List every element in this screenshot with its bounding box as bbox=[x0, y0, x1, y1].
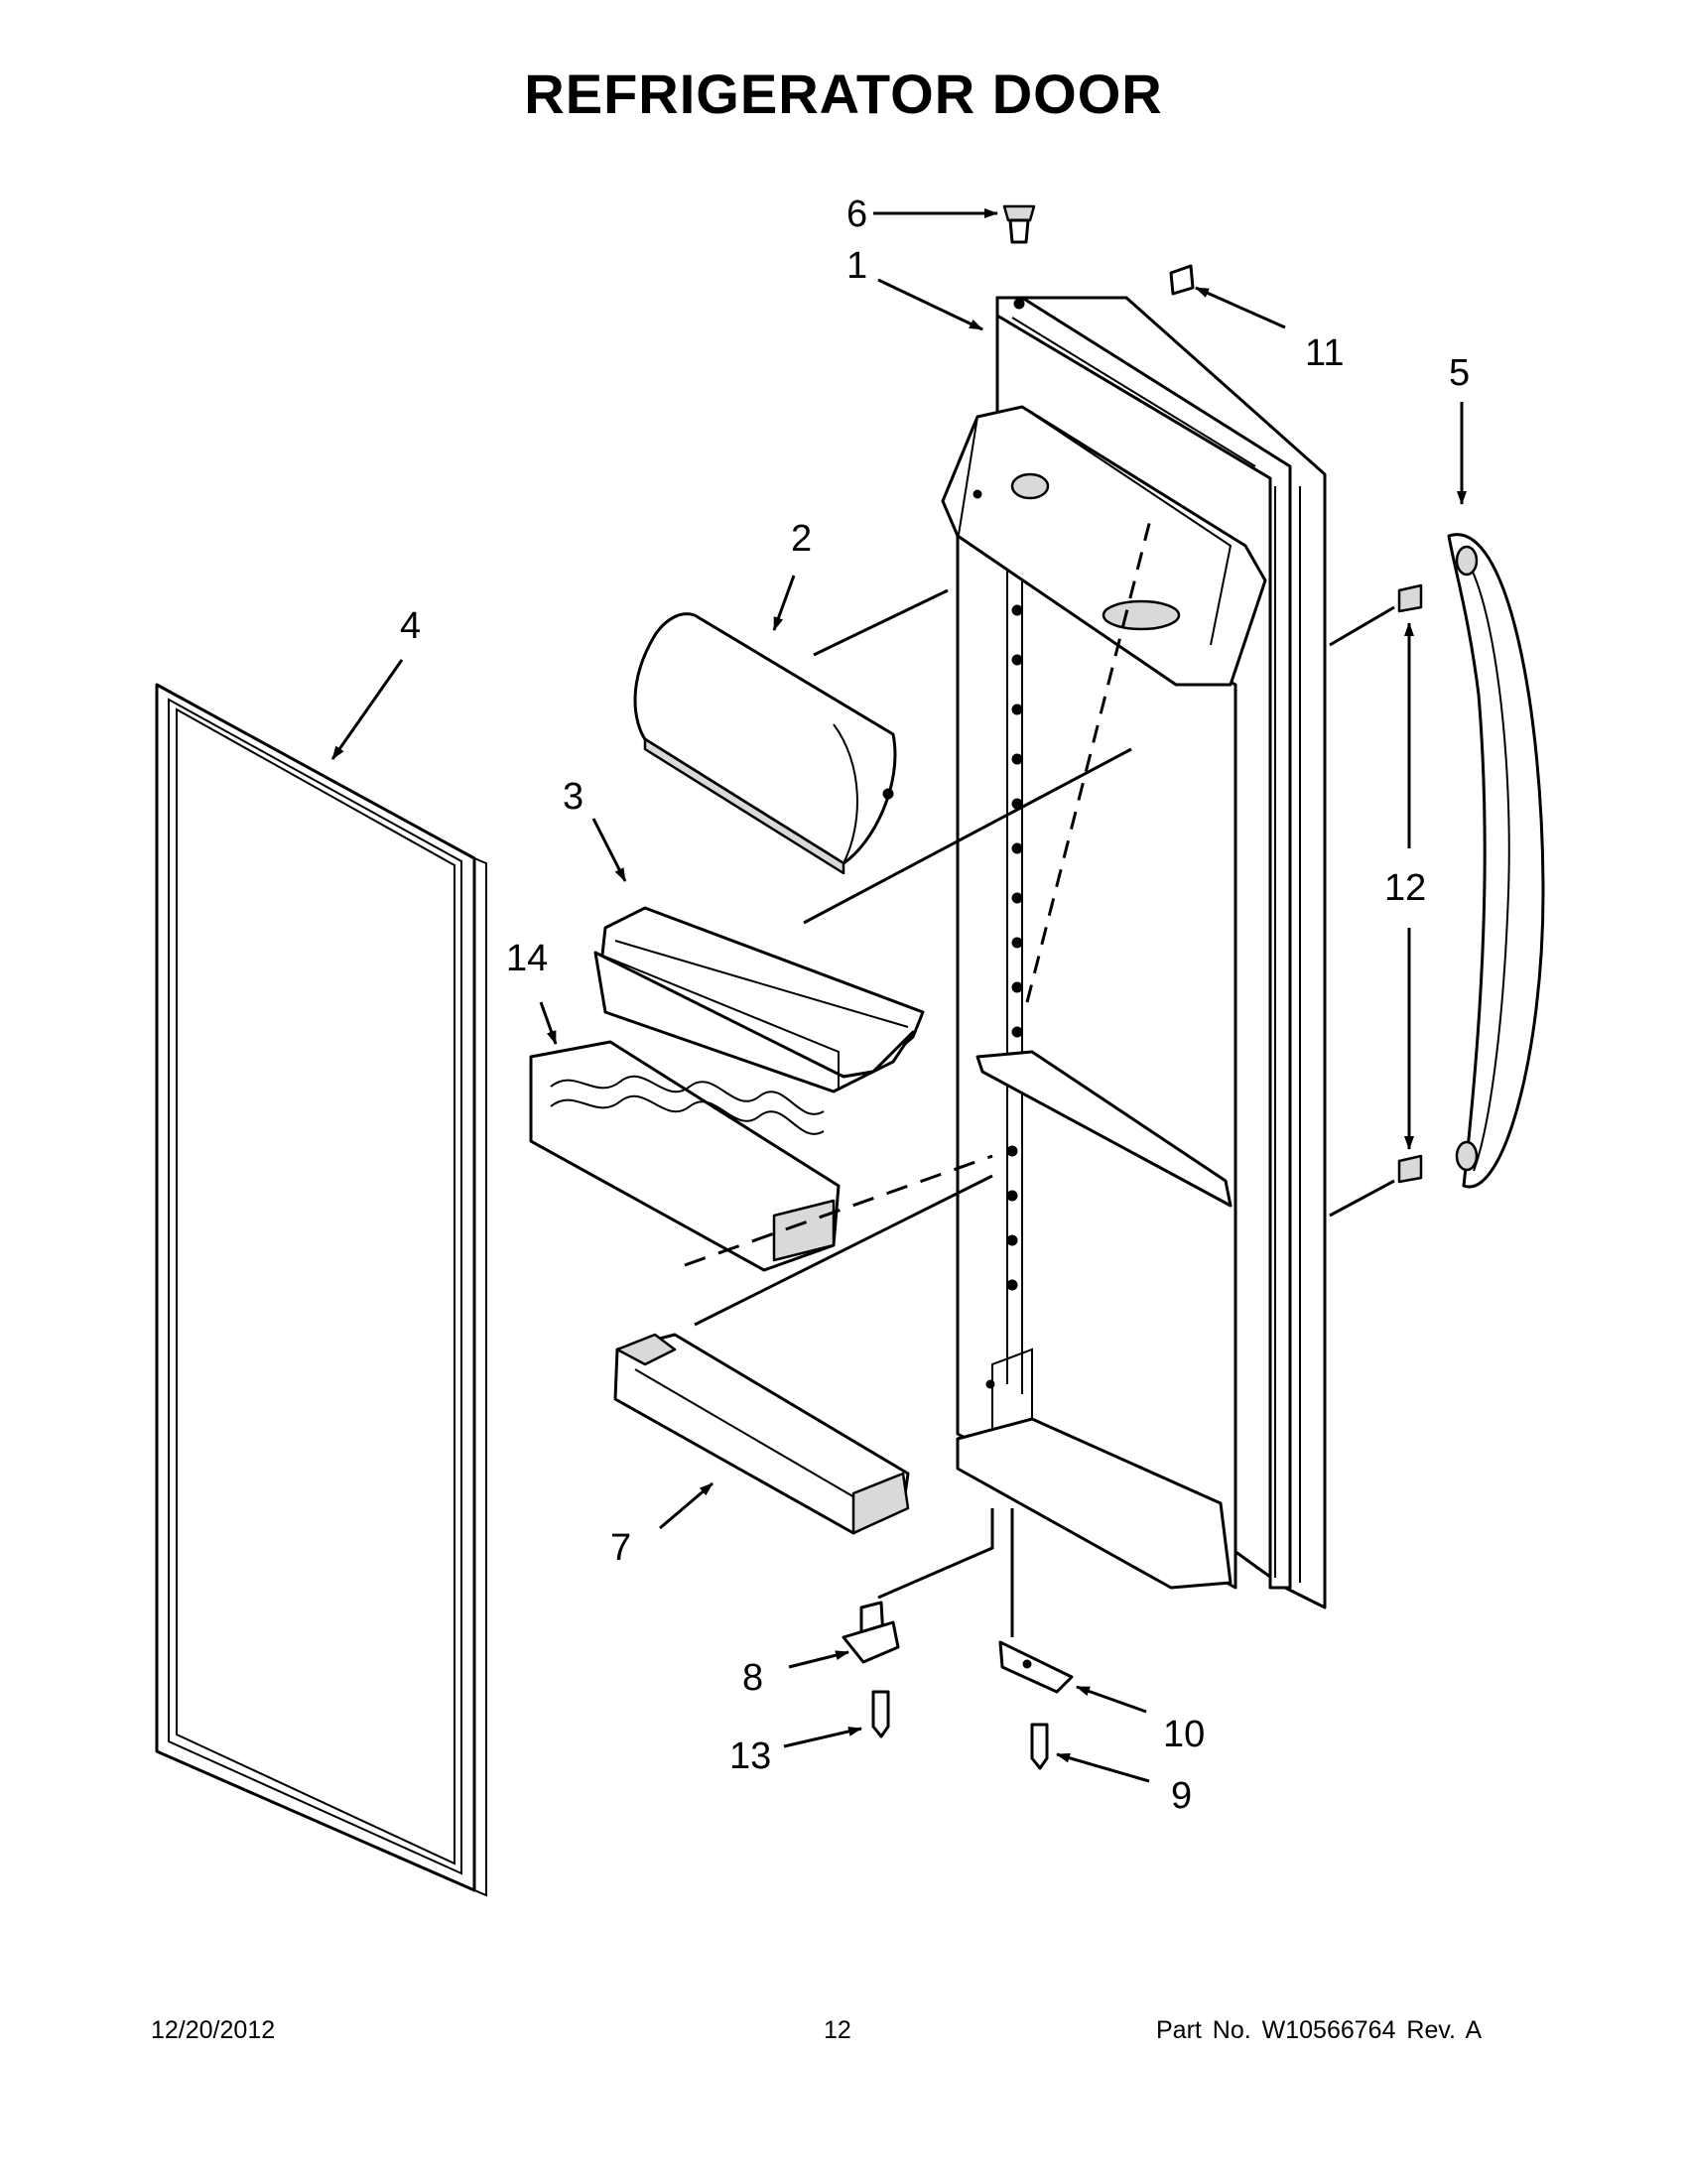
callout-8: 8 bbox=[742, 1657, 763, 1699]
egg-tray-part bbox=[529, 1040, 841, 1272]
dairy-cover-part bbox=[633, 612, 897, 875]
callout-arrows bbox=[330, 208, 1467, 1783]
callout-7: 7 bbox=[610, 1527, 631, 1569]
bottom-hinge-part bbox=[842, 1601, 900, 1664]
callout-labels: 1 2 3 4 5 6 7 8 9 10 11 12 13 14 bbox=[400, 193, 1470, 1817]
callout-14: 14 bbox=[506, 938, 548, 979]
door-handle-part bbox=[1447, 533, 1545, 1189]
lower-door-bin-part bbox=[613, 1333, 910, 1535]
callout-12: 12 bbox=[1384, 867, 1426, 909]
callout-10: 10 bbox=[1163, 1714, 1205, 1755]
callout-1: 1 bbox=[846, 245, 867, 287]
callout-2: 2 bbox=[791, 518, 812, 560]
footer-part-number: Part No. W10566764 Rev. A bbox=[1156, 2016, 1483, 2044]
assembly-lines bbox=[684, 515, 1395, 1637]
callout-6: 6 bbox=[846, 193, 867, 235]
hinge-bushing-part bbox=[1002, 204, 1036, 310]
callout-3: 3 bbox=[563, 776, 584, 818]
callout-11: 11 bbox=[1305, 332, 1344, 374]
footer-page-number: 12 bbox=[824, 2016, 851, 2044]
page-title: REFRIGERATOR DOOR bbox=[524, 63, 1163, 125]
handle-stud-part bbox=[1397, 583, 1423, 1184]
door-bin-part bbox=[593, 906, 925, 1093]
screw-13-part bbox=[871, 1690, 890, 1738]
callout-13: 13 bbox=[729, 1735, 771, 1777]
refrigerator-door-part bbox=[941, 296, 1327, 1609]
bracket-part bbox=[998, 1640, 1074, 1694]
label-part bbox=[1169, 264, 1195, 296]
callout-5: 5 bbox=[1449, 352, 1470, 394]
screw-9-part bbox=[1030, 1723, 1049, 1770]
callout-9: 9 bbox=[1171, 1775, 1192, 1817]
footer-date: 12/20/2012 bbox=[151, 2016, 276, 2044]
callout-4: 4 bbox=[400, 605, 421, 647]
door-gasket-part bbox=[155, 683, 487, 1897]
